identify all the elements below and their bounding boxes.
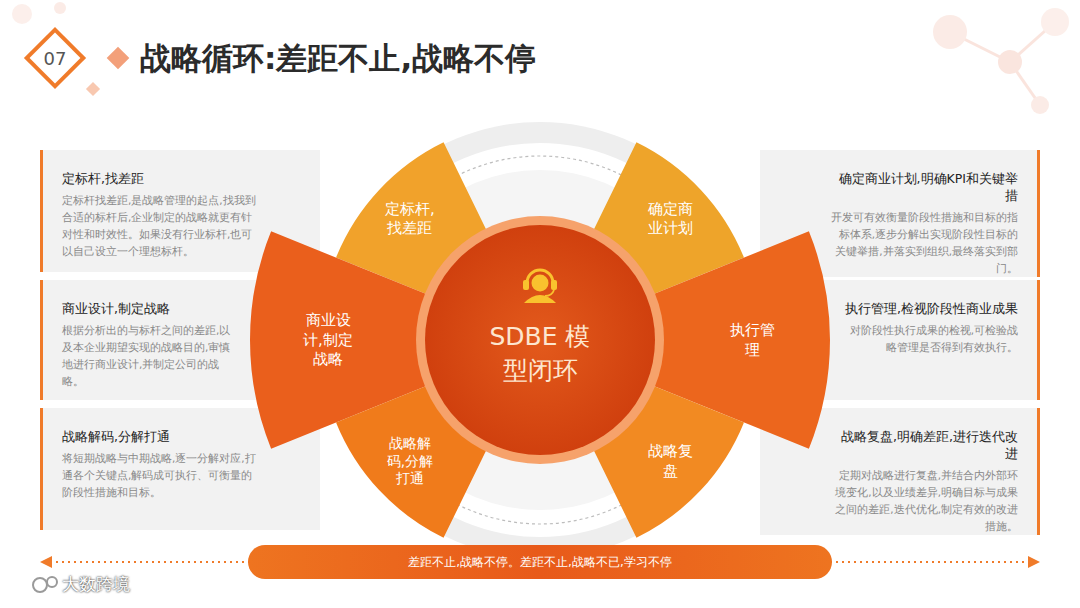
banner-text: 差距不止,战略不停。差距不止,战略不已,学习不停 <box>408 554 671 571</box>
center-disc <box>425 225 655 455</box>
panel-body: 对阶段性执行成果的检视,可检验战略管理是否得到有效执行。 <box>840 322 1018 356</box>
petal-label: 商业设计,制定战略 <box>302 311 354 370</box>
panel-body: 定标杆找差距,是战略管理的起点,找我到合适的标杆后,企业制定的战略就更有针对性和… <box>62 192 262 260</box>
panel-heading: 执行管理,检视阶段性商业成果 <box>840 300 1018 317</box>
panel-body: 定期对战略进行复盘,并结合内外部环境变化,以及业绩差异,明确目标与成果之间的差距… <box>830 467 1018 535</box>
center-halo <box>416 216 664 464</box>
panel-heading: 定标杆,找差距 <box>62 170 262 187</box>
petal-label: 定标杆,找差距 <box>381 199 439 238</box>
panel-heading: 确定商业计划,明确KPI和关键举措 <box>830 170 1018 204</box>
panel-heading: 战略解码,分解打通 <box>62 428 262 445</box>
panel-body: 将短期战略与中期战略,逐一分解对应,打通各个关键点,解码成可执行、可衡量的阶段性… <box>62 450 262 501</box>
petal-label: 执行管理 <box>726 321 778 360</box>
headset-icon <box>523 270 557 303</box>
center-label: SDBE 模型闭环 <box>481 320 599 388</box>
petal-label: 战略解码,分解打通 <box>384 435 436 488</box>
panel-heading: 战略复盘,明确差距,进行迭代改进 <box>830 428 1018 462</box>
slogan-banner: 差距不止,战略不停。差距不止,战略不已,学习不停 <box>248 545 832 579</box>
panel-heading: 商业设计,制定战略 <box>62 300 240 317</box>
watermark-logo <box>33 577 57 592</box>
watermark: 大数跨境 <box>62 573 130 596</box>
center-circle: SDBE 模型闭环 <box>416 216 664 464</box>
petal-label: 战略复盘 <box>644 442 696 481</box>
panel-body: 开发可有效衡量阶段性措施和目标的指标体系,逐步分解出实现阶段性目标的关键举措,并… <box>830 209 1018 277</box>
number-badge <box>24 27 129 96</box>
molecule-decor <box>12 2 1069 114</box>
page-title: 战略循环:差距不止,战略不停 <box>140 38 536 80</box>
panel-body: 根据分析出的与标杆之间的差距,以及本企业期望实现的战略目的,审慎地进行商业设计,… <box>62 322 240 390</box>
petal-label: 确定商业计划 <box>644 199 696 238</box>
step-number: 07 <box>44 48 67 69</box>
